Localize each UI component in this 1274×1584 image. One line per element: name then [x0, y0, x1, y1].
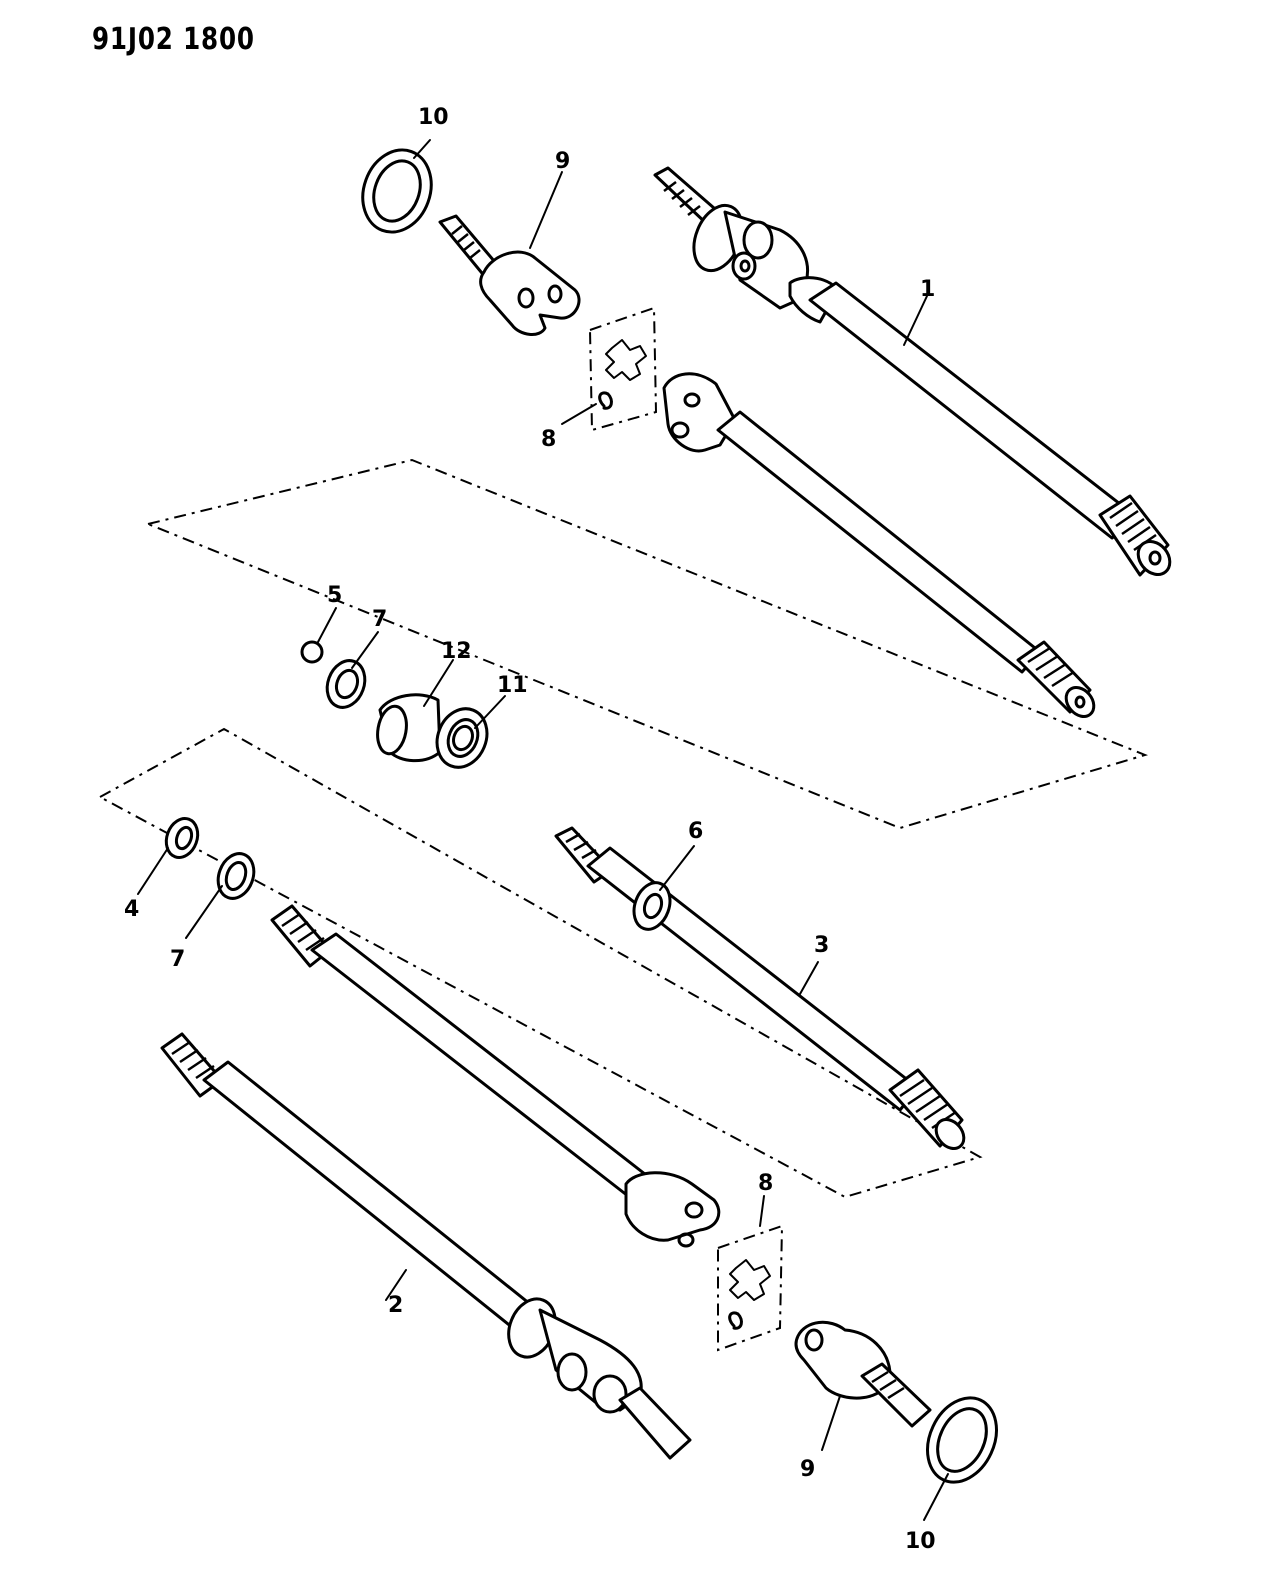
callout-10-top: 10: [418, 105, 449, 130]
part-9-yoke-lower: [794, 1320, 932, 1428]
callout-8-top: 8: [541, 427, 556, 452]
callout-8-lower: 8: [758, 1171, 773, 1196]
part-1-axle-shaft: [653, 166, 1172, 577]
part-10-seal-lower: [926, 1396, 998, 1484]
part-7-washer-lower: [216, 852, 256, 900]
callout-7-upper: 7: [372, 607, 387, 632]
part-4-snap-ring: [164, 817, 200, 859]
callout-9-top: 9: [555, 149, 570, 174]
callout-9-lower: 9: [800, 1457, 815, 1482]
callout-1: 1: [920, 277, 935, 302]
part-6-spacer-ring: [632, 881, 672, 931]
inner-axle-shaft-upper: [662, 372, 1096, 718]
inner-axle-shaft-lower: [270, 904, 721, 1248]
callout-labels: 10 9 1 8 5 7 12 11 6 4 7 3 8 2 9 10: [124, 105, 936, 1554]
part-8-ujoint-kit-top: [561, 306, 658, 432]
callout-6: 6: [688, 819, 703, 844]
callout-11: 11: [497, 673, 528, 698]
document-id: 91J02 1800: [92, 22, 255, 57]
callout-2: 2: [388, 1293, 403, 1318]
lower-dashed-group-outline: [97, 727, 983, 1199]
part-8-ujoint-kit-lower: [717, 1224, 784, 1352]
callout-4: 4: [124, 897, 139, 922]
callout-12: 12: [441, 639, 472, 664]
upper-dashed-group-outline: [144, 458, 1149, 830]
part-3-intermediate-shaft: [554, 826, 966, 1150]
part-2-axle-shaft: [160, 1032, 692, 1460]
callout-7-lower: 7: [170, 947, 185, 972]
part-12-bushing: [376, 693, 442, 763]
leader-lines: [137, 139, 949, 1521]
callout-3: 3: [814, 933, 829, 958]
callout-10-lower: 10: [905, 1529, 936, 1554]
callout-5: 5: [327, 583, 342, 608]
part-7-washer-upper: [325, 659, 367, 709]
part-5-ball: [300, 640, 324, 664]
part-9-yoke-top: [438, 214, 581, 336]
part-10-seal-top: [361, 148, 433, 234]
part-11-bearing: [435, 707, 489, 769]
